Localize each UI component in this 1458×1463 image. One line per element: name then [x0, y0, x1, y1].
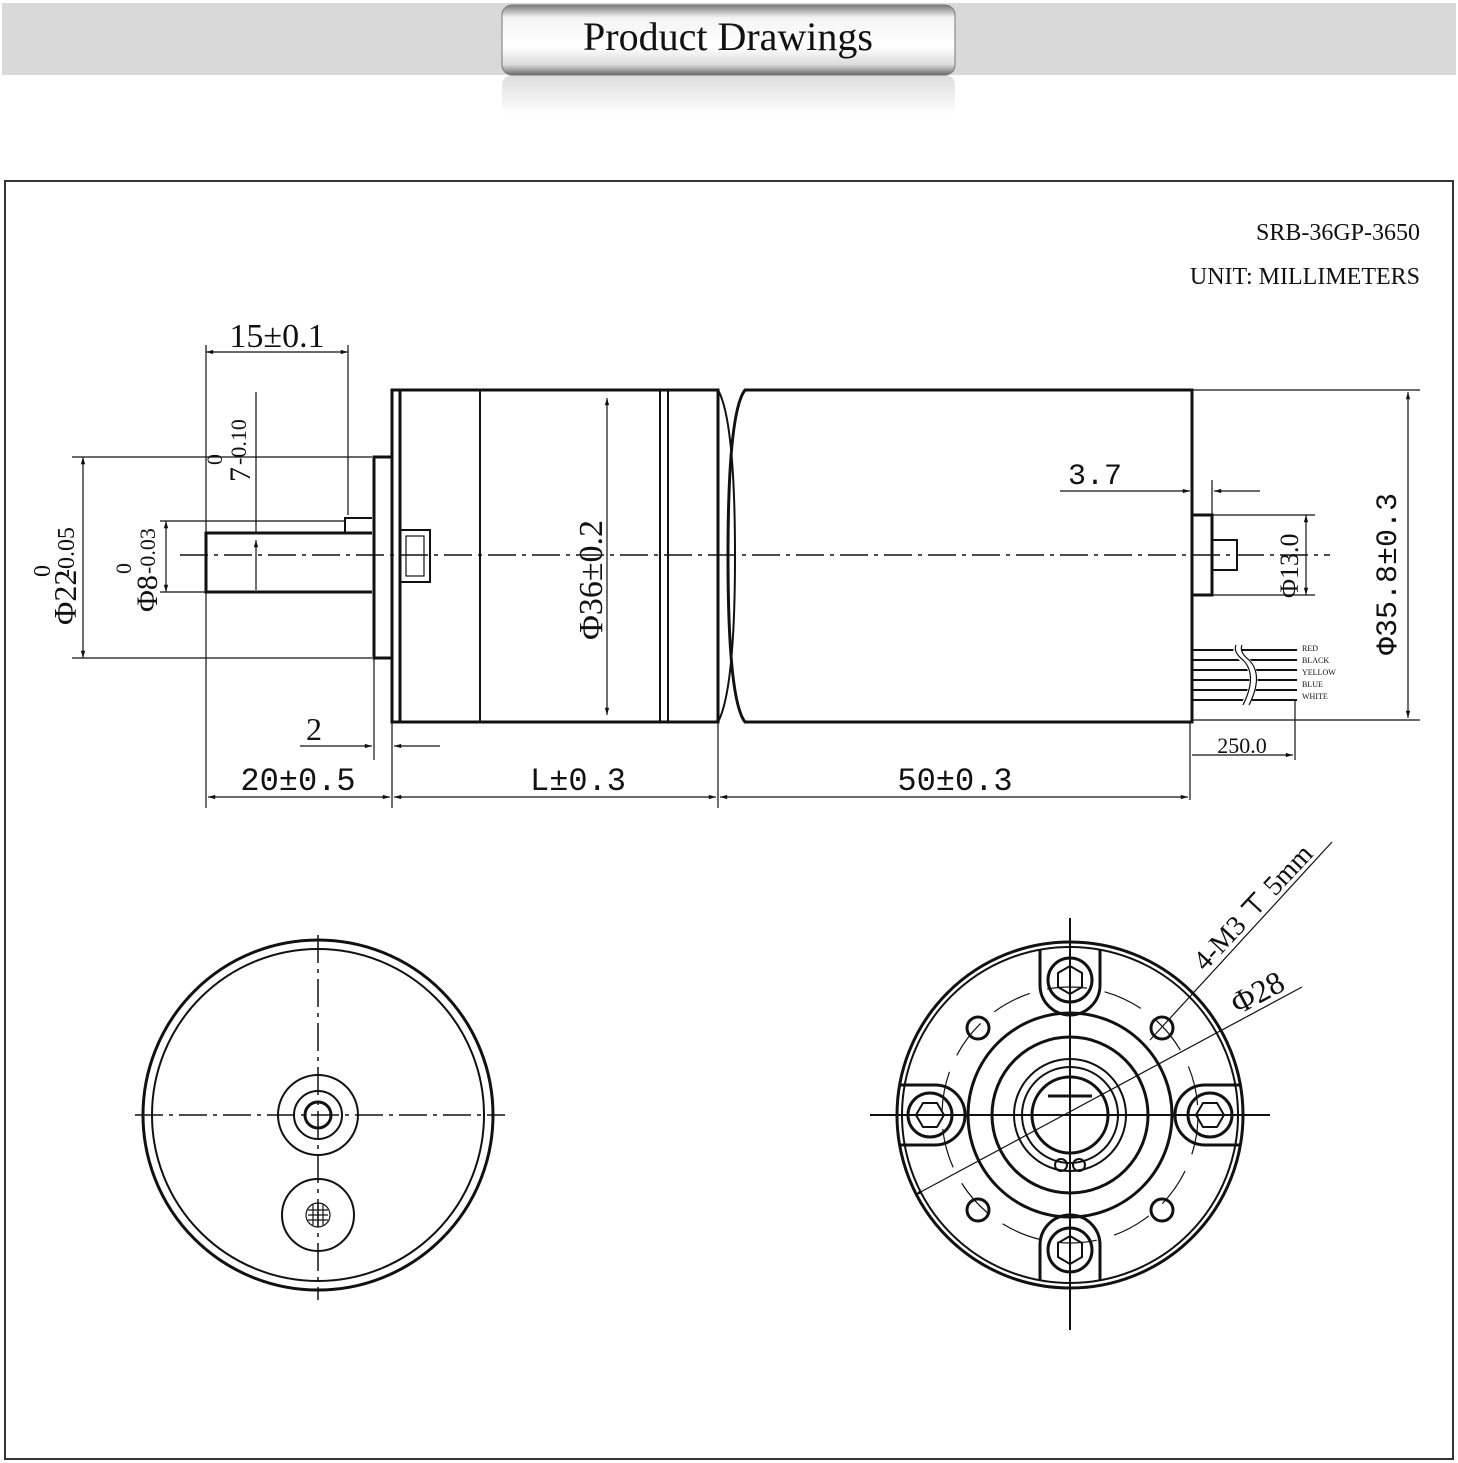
gearbox-body [390, 388, 720, 724]
dim-shaft-length: 15±0.1 [229, 318, 324, 355]
dim-pilot-tol-upper: 0 [30, 565, 56, 577]
wire-label-yellow: YELLOW [1302, 668, 1336, 677]
header-title: Product Drawings [583, 14, 873, 59]
dim-flat: 7 [224, 467, 257, 482]
wire-label-red: RED [1302, 644, 1318, 653]
wire-exit-grommet [281, 1178, 355, 1252]
dim-flange-thickness: 2 [306, 711, 322, 747]
key-slot [399, 529, 431, 583]
dim-pilot-dia: Φ22 [47, 570, 83, 625]
pcd-label: Φ28 [1224, 963, 1290, 1021]
front-view: 4-M3 ⊤ 5mm Φ28 [870, 838, 1333, 1330]
wire-label-black: BLACK [1302, 656, 1329, 665]
dim-gearbox-length: L±0.3 [530, 763, 626, 800]
rear-view [135, 935, 505, 1300]
dim-flat-tol-upper: 0 [202, 454, 227, 465]
unit-label: UNIT: MILLIMETERS [1190, 264, 1420, 290]
wire-label-white: WHITE [1302, 692, 1328, 701]
dim-flat-tol-lower: -0.10 [226, 419, 251, 465]
threaded-holes [965, 1015, 1175, 1223]
dim-shaft-tol-upper: 0 [111, 563, 136, 574]
motor-body [726, 388, 1194, 724]
model-number: SRB-36GP-3650 [1256, 220, 1420, 246]
dim-boss-length: 3.7 [1068, 460, 1122, 494]
shaft-step [344, 517, 372, 533]
dim-shaft-tol-lower: -0.03 [135, 528, 160, 574]
dim-motor-dia: Φ35.8±0.3 [1372, 493, 1406, 655]
mounting-screws [900, 950, 1240, 1280]
dim-gearbox-dia: Φ36±0.2 [573, 520, 610, 640]
dim-pilot-tol-lower: -0.05 [54, 527, 80, 577]
thread-callout: 4-M3 ⊤ 5mm [1187, 838, 1319, 976]
output-shaft [204, 531, 372, 594]
dim-motor-length: 50±0.3 [897, 763, 1012, 800]
dim-shaft-dia: Φ8 [131, 575, 164, 612]
side-view: RED BLACK YELLOW BLUE WHITE 15±0.1 7 -0.… [30, 318, 1420, 808]
dim-wire-length: 250.0 [1217, 733, 1267, 758]
thread-leader [1149, 841, 1333, 1041]
wire-label-blue: BLUE [1302, 680, 1323, 689]
dimensions: 15±0.1 7 -0.10 0 Φ22 -0.05 0 Φ8 [30, 318, 1420, 808]
dim-boss-dia: Φ13.0 [1275, 533, 1304, 598]
drawing-frame [4, 180, 1454, 1460]
lead-wires: RED BLACK YELLOW BLUE WHITE [1192, 643, 1336, 707]
pcd-leader [914, 986, 1303, 1196]
header-banner: Product Drawings [2, 3, 1456, 115]
dim-shaft-extension: 20±0.5 [240, 763, 355, 800]
pilot-flange [372, 455, 394, 660]
